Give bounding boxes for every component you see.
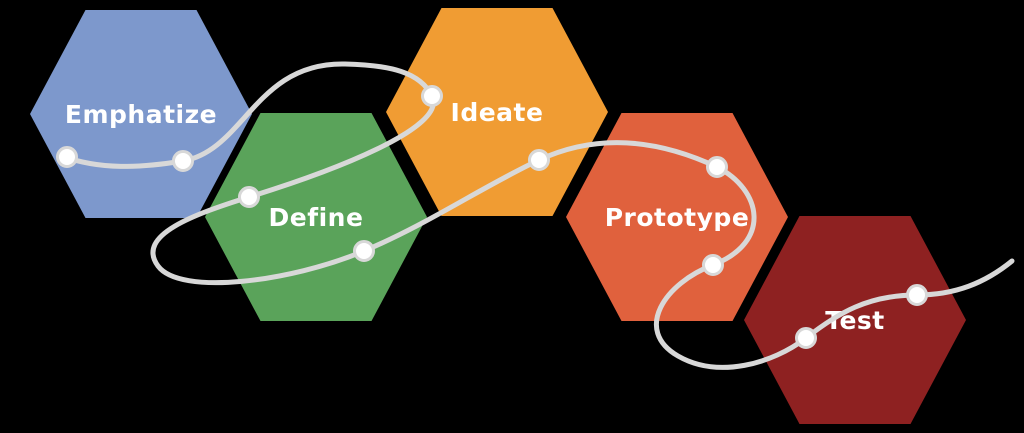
hexagon-emphatize: Emphatize [30, 10, 252, 218]
step-label-ideate: Ideate [450, 97, 544, 127]
step-label-define: Define [268, 202, 364, 232]
hexagon-test: Test [744, 216, 966, 424]
step-label-prototype: Prototype [604, 202, 750, 232]
hexagon-ideate: Ideate [386, 8, 608, 216]
hexagon-prototype: Prototype [566, 113, 788, 321]
hexagon-define: Define [205, 113, 427, 321]
step-label-emphatize: Emphatize [64, 99, 218, 129]
step-label-test: Test [825, 305, 885, 335]
